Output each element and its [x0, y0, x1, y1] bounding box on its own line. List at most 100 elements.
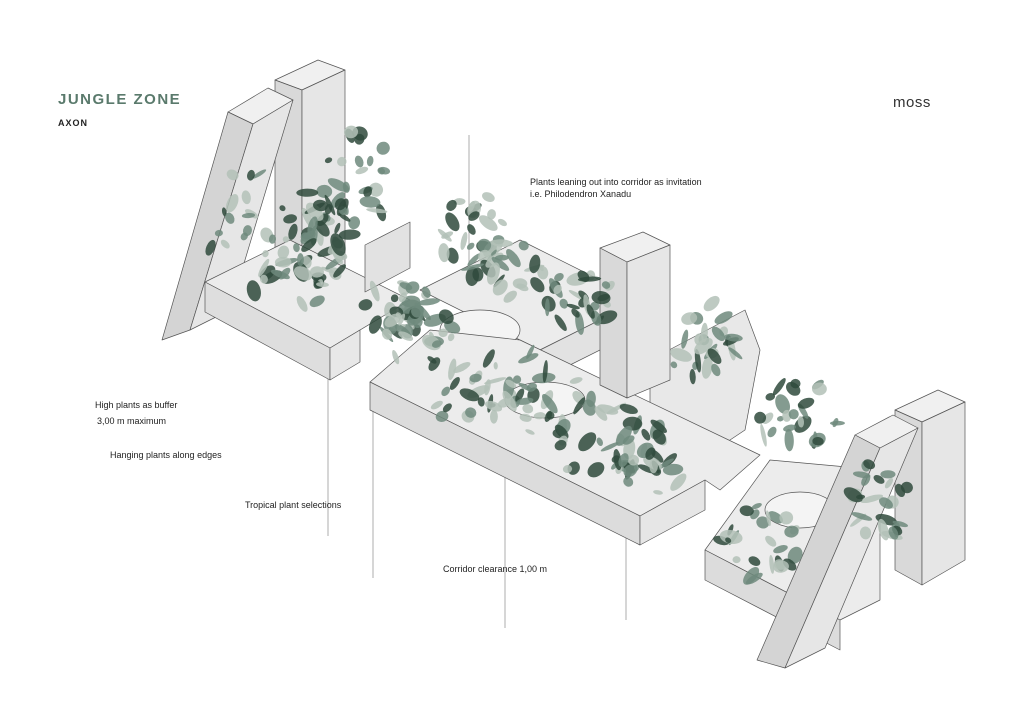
plant-leaf [307, 216, 318, 237]
plant-leaf [725, 537, 732, 544]
plant-leaf [467, 253, 481, 266]
plant-leaf [596, 310, 618, 325]
plant-leaf [221, 207, 227, 217]
plant-leaf [309, 295, 325, 308]
plant-leaf [765, 510, 771, 527]
plant-leaf [772, 378, 786, 396]
plant-leaf [447, 333, 455, 342]
plant-leaf [765, 535, 777, 547]
plant-leaf [711, 363, 721, 377]
plant-leaf [537, 265, 549, 280]
plant-leaf [754, 411, 767, 424]
plant-leaf [274, 256, 292, 268]
plant-leaf [694, 337, 713, 355]
plant-leaf [442, 403, 452, 413]
plant-leaf [769, 554, 775, 574]
plant-leaf [596, 437, 603, 447]
left-slanted-wall [161, 87, 294, 341]
plant-leaf [768, 511, 783, 524]
page-subtitle: AXON [58, 118, 89, 128]
plant-leaf [873, 474, 885, 484]
plant-leaf [587, 462, 605, 478]
plant-leaf [366, 208, 388, 214]
plant-leaf [247, 169, 255, 181]
plant-leaf [529, 254, 541, 274]
annotation-corridor: Corridor clearance 1,00 m [443, 564, 548, 574]
plant-leaf [618, 453, 629, 468]
plant-leaf [381, 328, 393, 340]
plant-leaf [586, 390, 596, 408]
plant-leaf [860, 494, 884, 504]
plant-leaf [283, 214, 297, 224]
plant-leaf [472, 267, 484, 282]
annotation-hanging-plants: Hanging plants along edges [110, 450, 222, 460]
plant-leaf [259, 274, 268, 284]
plant-leaf [487, 209, 496, 220]
plant-leaf [390, 294, 399, 303]
plant-leaf [437, 228, 452, 242]
plant-clusters [205, 125, 913, 585]
plant-leaf [366, 155, 374, 167]
plant-leaf [652, 429, 666, 445]
plant-leaf [354, 133, 365, 145]
plant-leaf [773, 560, 789, 573]
plant-leaf [751, 502, 762, 510]
plant-leaf [384, 313, 401, 328]
plant-leaf [566, 303, 580, 310]
plant-leaf [724, 333, 743, 342]
plant-leaf [601, 281, 611, 289]
plant-leaf [877, 518, 890, 541]
plant-leaf [861, 474, 871, 486]
plant-leaf [559, 298, 569, 309]
plant-leaf [779, 511, 794, 525]
plant-leaf [542, 360, 548, 383]
plant-leaf [422, 286, 431, 298]
plant-leaf [880, 470, 896, 479]
plant-leaf [486, 262, 500, 285]
plant-leaf [338, 229, 361, 240]
plant-leaf [506, 249, 521, 268]
plant-leaf [482, 349, 495, 368]
plant-leaf [288, 223, 298, 240]
plant-leaf [900, 481, 913, 494]
plant-leaf [468, 201, 475, 212]
plant-leaf [369, 280, 380, 302]
plant-leaf [268, 234, 277, 244]
plant-leaf [431, 340, 442, 348]
plant-leaf [569, 377, 583, 384]
plant-leaf [418, 298, 440, 306]
plant-leaf [493, 361, 498, 370]
annotation-philodendron: i.e. Philodendron Xanadu [530, 189, 632, 199]
plant-leaf [645, 447, 656, 460]
plant-leaf [435, 410, 449, 423]
plant-leaf [355, 166, 369, 175]
plant-leaf [296, 296, 308, 312]
plant-leaf [879, 497, 893, 509]
plant-leaf [571, 308, 580, 318]
plant-leaf [478, 215, 498, 231]
plant-leaf [670, 473, 687, 491]
plant-leaf [859, 526, 872, 540]
plant-leaf [214, 229, 223, 237]
plant-leaf [220, 239, 230, 249]
plant-leaf [681, 312, 698, 325]
plant-leaf [689, 368, 696, 385]
plant-leaf [293, 266, 313, 281]
plant-leaf [225, 194, 239, 213]
plant-leaf [324, 157, 333, 164]
plant-leaf [497, 218, 507, 227]
plant-leaf [641, 428, 651, 441]
plant-leaf [467, 224, 476, 235]
plant-leaf [577, 276, 602, 282]
plant-leaf [513, 375, 522, 384]
plant-leaf [611, 455, 620, 463]
plant-leaf [342, 181, 350, 193]
plant-leaf [344, 125, 359, 139]
plant-leaf [376, 141, 390, 155]
plant-leaf [316, 184, 333, 198]
plant-leaf [503, 290, 517, 303]
plant-leaf [297, 253, 304, 267]
plant-leaf [711, 326, 726, 341]
plant-leaf [482, 192, 495, 202]
